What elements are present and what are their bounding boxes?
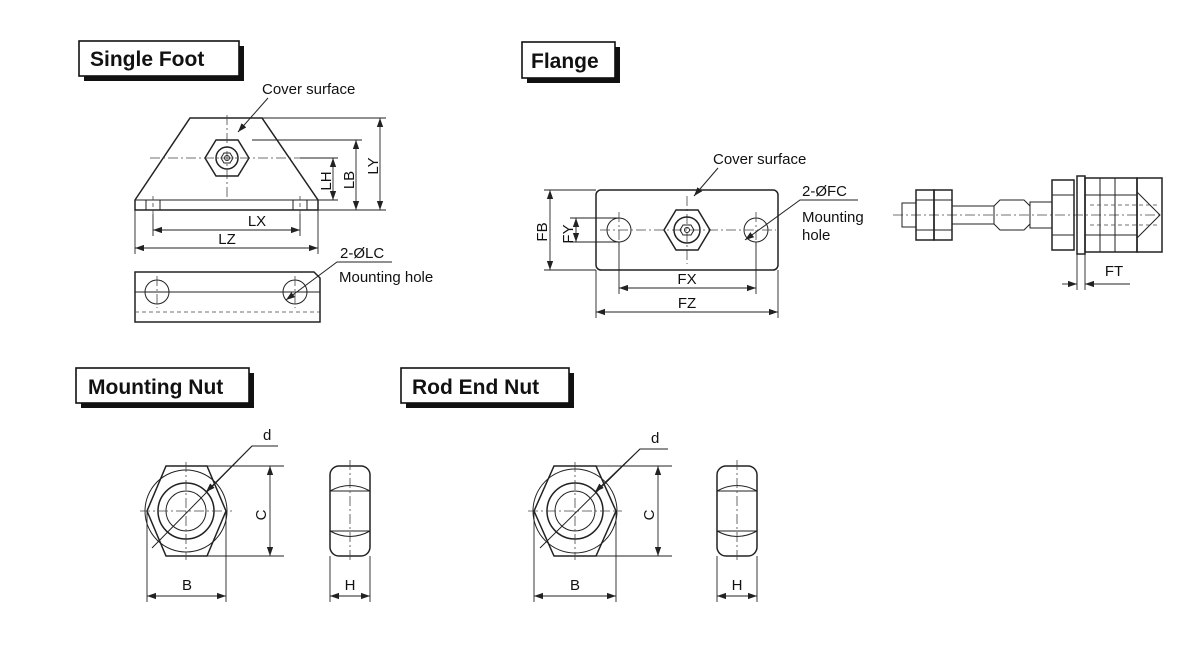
- cover-surface-leader: [237, 97, 269, 133]
- flange-title-box: Flange: [521, 41, 620, 83]
- mounting-nut-title-box: Mounting Nut: [75, 367, 254, 408]
- single-foot-plate-top-view: [134, 271, 321, 323]
- mounting-nut-section: Mounting Nut d C B H: [75, 367, 371, 602]
- single-foot-title-box: Single Foot: [78, 40, 244, 81]
- rod-end-nut-b-label: B: [570, 577, 580, 594]
- mounting-nut-c-label: C: [253, 509, 270, 520]
- fb-label: FB: [534, 222, 551, 241]
- rod-end-nut-h-label: H: [732, 577, 743, 594]
- lx-label: LX: [248, 213, 266, 230]
- mounting-nut-h-label: H: [345, 577, 356, 594]
- flange-plate: [595, 189, 779, 271]
- fz-label: FZ: [678, 295, 696, 312]
- flange-hole-label: hole: [802, 227, 830, 244]
- mounting-nut-d-label: d: [263, 427, 271, 444]
- mounting-nut-b-label: B: [182, 577, 192, 594]
- fc-leader: [744, 199, 858, 241]
- flange-nut-hex: [663, 209, 711, 251]
- flange-cover-surface-label: Cover surface: [713, 151, 806, 168]
- rod-end-nut-title-box: Rod End Nut: [400, 367, 574, 408]
- lc-label: 2-ØLC: [340, 245, 384, 262]
- single-foot-rod-hex: [220, 152, 234, 164]
- flange-section: Flange Cover surface 2-ØFC Mounting hole…: [521, 41, 1163, 318]
- single-foot-title: Single Foot: [90, 48, 204, 71]
- lb-label: LB: [341, 171, 358, 189]
- fx-label: FX: [677, 271, 696, 288]
- rod-end-nut-section: Rod End Nut d C B H: [400, 367, 758, 602]
- single-foot-cover-surface-label: Cover surface: [262, 81, 355, 98]
- ft-label: FT: [1105, 263, 1123, 280]
- fy-label: FY: [560, 224, 577, 243]
- flange-rod-hex: [679, 224, 695, 236]
- flange-side-view: FT: [893, 175, 1163, 290]
- lc-leader: [285, 261, 392, 301]
- flange-cover-surface-leader: [693, 167, 719, 197]
- single-foot-section: Single Foot Cover surface LH LB LY: [78, 40, 433, 323]
- flange-mounting-label: Mounting: [802, 209, 864, 226]
- mounting-nut-d-leader: [151, 445, 278, 549]
- rod-end-nut-title: Rod End Nut: [412, 376, 539, 399]
- flange-mounting-nut-side: [1051, 179, 1075, 251]
- damper-cap: [1136, 177, 1163, 253]
- single-foot-body: [134, 117, 319, 211]
- lz-label: LZ: [218, 231, 236, 248]
- rod-end-nut-c-label: C: [641, 509, 658, 520]
- single-foot-mounting-hole-label: Mounting hole: [339, 269, 433, 286]
- flange-title: Flange: [531, 50, 599, 73]
- mounting-nut-title: Mounting Nut: [88, 376, 223, 399]
- flange-nut-ring: [673, 216, 701, 244]
- ly-label: LY: [365, 157, 382, 174]
- lh-label: LH: [318, 171, 335, 190]
- rod-end-nut-d-label: d: [651, 430, 659, 447]
- fc-label: 2-ØFC: [802, 183, 847, 200]
